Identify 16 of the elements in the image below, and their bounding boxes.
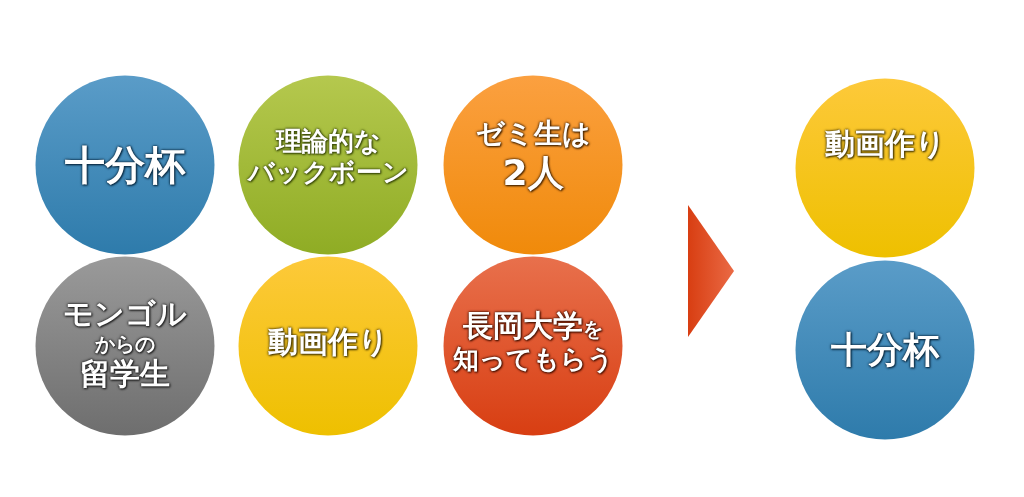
- circle-label: 十分杯: [65, 141, 185, 189]
- circle: [795, 260, 975, 440]
- circle: [35, 75, 215, 255]
- circle: [35, 256, 215, 436]
- circle: [238, 256, 418, 436]
- circle-label: 動画作り: [824, 126, 946, 162]
- circle: [795, 78, 975, 258]
- circle: [443, 75, 623, 255]
- circle-label: ゼミ生は2人: [475, 116, 591, 194]
- circle: [238, 75, 418, 255]
- circle-label: 十分杯: [831, 328, 939, 372]
- circle-label: 長岡大学を知ってもらう: [452, 308, 614, 376]
- circle: [443, 256, 623, 436]
- circle-label: 動画作り: [267, 324, 389, 360]
- circle-label: 理論的なバックボーン: [247, 125, 409, 189]
- circle-label: モンゴルからの留学生: [63, 296, 187, 392]
